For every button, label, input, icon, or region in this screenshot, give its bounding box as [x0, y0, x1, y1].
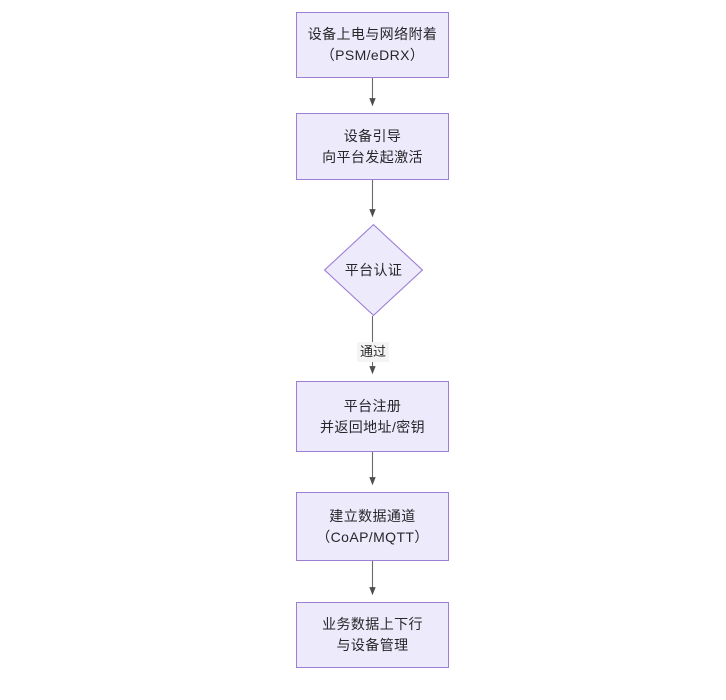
node-platform-authentication[interactable]: 平台认证	[324, 224, 423, 316]
node-text-line: 业务数据上下行	[322, 616, 423, 632]
node-establish-data-channel[interactable]: 建立数据通道 （CoAP/MQTT）	[296, 492, 449, 561]
node-text-line: （CoAP/MQTT）	[316, 528, 429, 545]
node-text-line: 平台注册	[343, 397, 402, 414]
decision-label: 平台认证	[344, 261, 403, 278]
node-text-line: 设备上电与网络附着	[307, 26, 438, 42]
node-text-line: 与设备管理	[336, 637, 409, 653]
node-business-data-and-device-management[interactable]: 业务数据上下行 与设备管理	[296, 602, 449, 668]
node-device-power-on[interactable]: 设备上电与网络附着 （PSM/eDRX）	[296, 12, 449, 78]
node-text-line: 向平台发起激活	[322, 148, 423, 165]
node-text-line: 建立数据通道	[329, 507, 416, 524]
node-text-line: （PSM/eDRX）	[320, 47, 425, 63]
node-device-bootstrap[interactable]: 设备引导 向平台发起激活	[296, 113, 449, 180]
node-platform-registration[interactable]: 平台注册 并返回地址/密钥	[296, 381, 449, 452]
diamond-shape-icon	[324, 224, 423, 316]
node-text-line: 并返回地址/密钥	[319, 418, 426, 435]
node-text-line: 设备引导	[343, 127, 402, 144]
edge-label-pass: 通过	[357, 342, 390, 362]
